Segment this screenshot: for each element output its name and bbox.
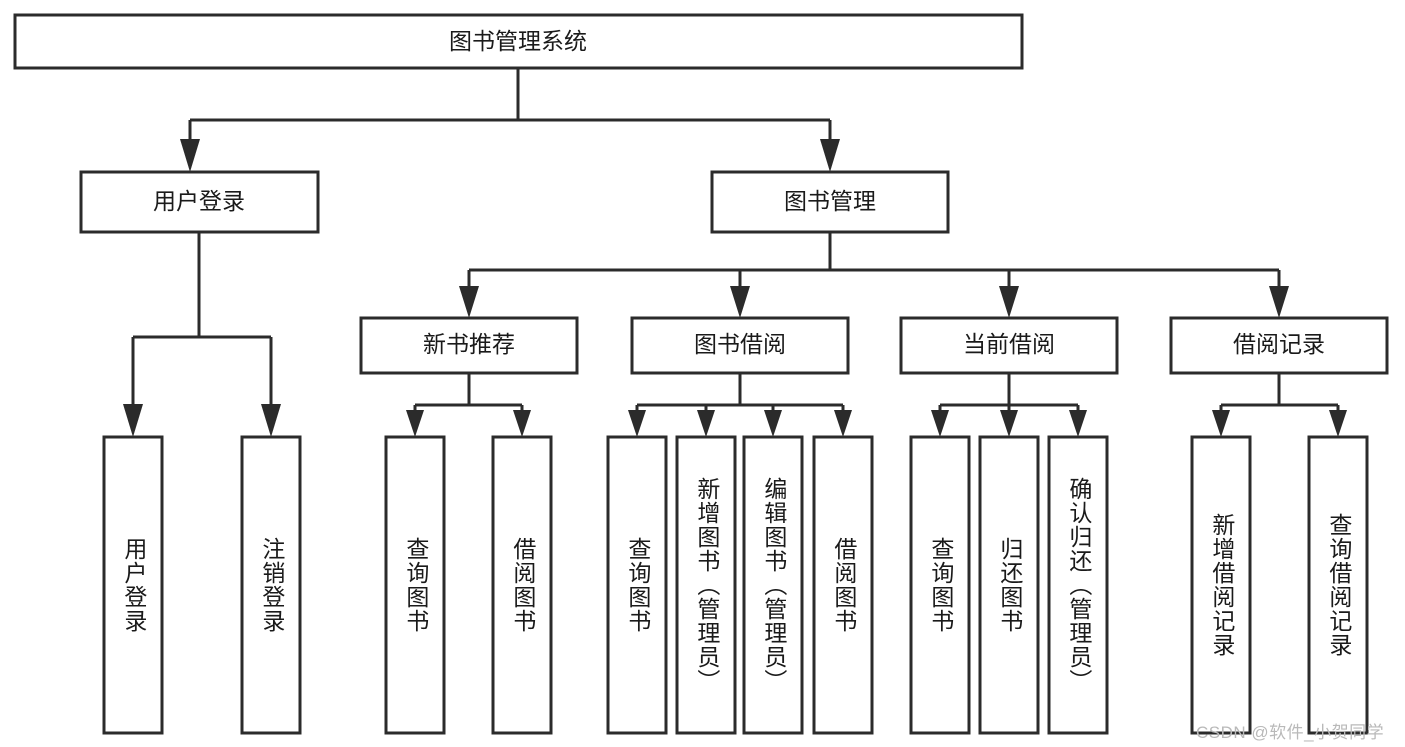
node-borrow-record-label: 借阅记录 [1233, 331, 1325, 357]
connector-borrow-record-to-leaves [1212, 373, 1347, 437]
arrowhead-icon [820, 139, 840, 172]
connector-new-book-recommend-to-leaves [406, 373, 531, 437]
node-current-borrow-label: 当前借阅 [963, 331, 1055, 357]
node-new-book-recommend[interactable]: 新书推荐 [359, 316, 579, 375]
leaf-box-borrow-edit-book-admin[interactable] [742, 435, 804, 735]
arrowhead-icon [1329, 410, 1347, 437]
arrowhead-icon [697, 410, 715, 437]
node-user-login[interactable]: 用户登录 [79, 170, 320, 234]
node-current-borrow[interactable]: 当前借阅 [899, 316, 1119, 375]
node-book-management[interactable]: 图书管理 [710, 170, 950, 234]
leaf-box-recommend-query-book[interactable] [384, 435, 446, 735]
node-user-login-label: 用户登录 [153, 188, 245, 214]
arrowhead-icon [180, 139, 200, 172]
node-current-borrow-box [899, 316, 1119, 375]
arrowhead-icon [999, 286, 1019, 318]
node-borrow-record[interactable]: 借阅记录 [1169, 316, 1389, 375]
connector-book-management-to-level3 [459, 232, 1289, 318]
connector-user-login-to-leaves [123, 232, 281, 437]
node-root-system-box [13, 13, 1024, 70]
leaf-box-current-query-book[interactable] [909, 435, 971, 735]
leaf-box-user-login-logout[interactable] [240, 435, 302, 735]
node-root-system[interactable]: 图书管理系统 [13, 13, 1024, 70]
arrowhead-icon [513, 410, 531, 437]
arrowhead-icon [764, 410, 782, 437]
arrowhead-icon [261, 404, 281, 437]
node-new-book-recommend-box [359, 316, 579, 375]
node-book-management-label: 图书管理 [784, 188, 876, 214]
leaf-box-borrow-query-book[interactable] [606, 435, 668, 735]
arrowhead-icon [1069, 410, 1087, 437]
connector-book-borrow-to-leaves [628, 373, 852, 437]
csdn-watermark: CSDN @软件_小贺同学 [1196, 723, 1385, 742]
leaf-box-record-add-record[interactable] [1190, 435, 1252, 735]
connector-current-borrow-to-leaves [931, 373, 1087, 437]
node-root-system-label: 图书管理系统 [449, 28, 587, 54]
node-new-book-recommend-label: 新书推荐 [423, 331, 515, 357]
node-book-borrow-label: 图书借阅 [694, 331, 786, 357]
arrowhead-icon [123, 404, 143, 437]
leaf-box-borrow-add-book-admin[interactable] [675, 435, 737, 735]
arrowhead-icon [406, 410, 424, 437]
connector-root-to-level2 [180, 68, 840, 172]
leaf-box-record-query-record[interactable] [1307, 435, 1369, 735]
arrowhead-icon [730, 286, 750, 318]
arrowhead-icon [1212, 410, 1230, 437]
leaf-box-user-login-login[interactable] [102, 435, 164, 735]
arrowhead-icon [628, 410, 646, 437]
leaf-box-recommend-borrow-book[interactable] [491, 435, 553, 735]
leaf-box-current-confirm-return-admin[interactable] [1047, 435, 1109, 735]
arrowhead-icon [931, 410, 949, 437]
leaf-box-borrow-borrow-book[interactable] [812, 435, 874, 735]
node-user-login-box [79, 170, 320, 234]
arrowhead-icon [1000, 410, 1018, 437]
arrowhead-icon [1269, 286, 1289, 318]
arrowhead-icon [459, 286, 479, 318]
node-book-borrow[interactable]: 图书借阅 [630, 316, 850, 375]
leaf-box-current-return-book[interactable] [978, 435, 1040, 735]
arrowhead-icon [834, 410, 852, 437]
